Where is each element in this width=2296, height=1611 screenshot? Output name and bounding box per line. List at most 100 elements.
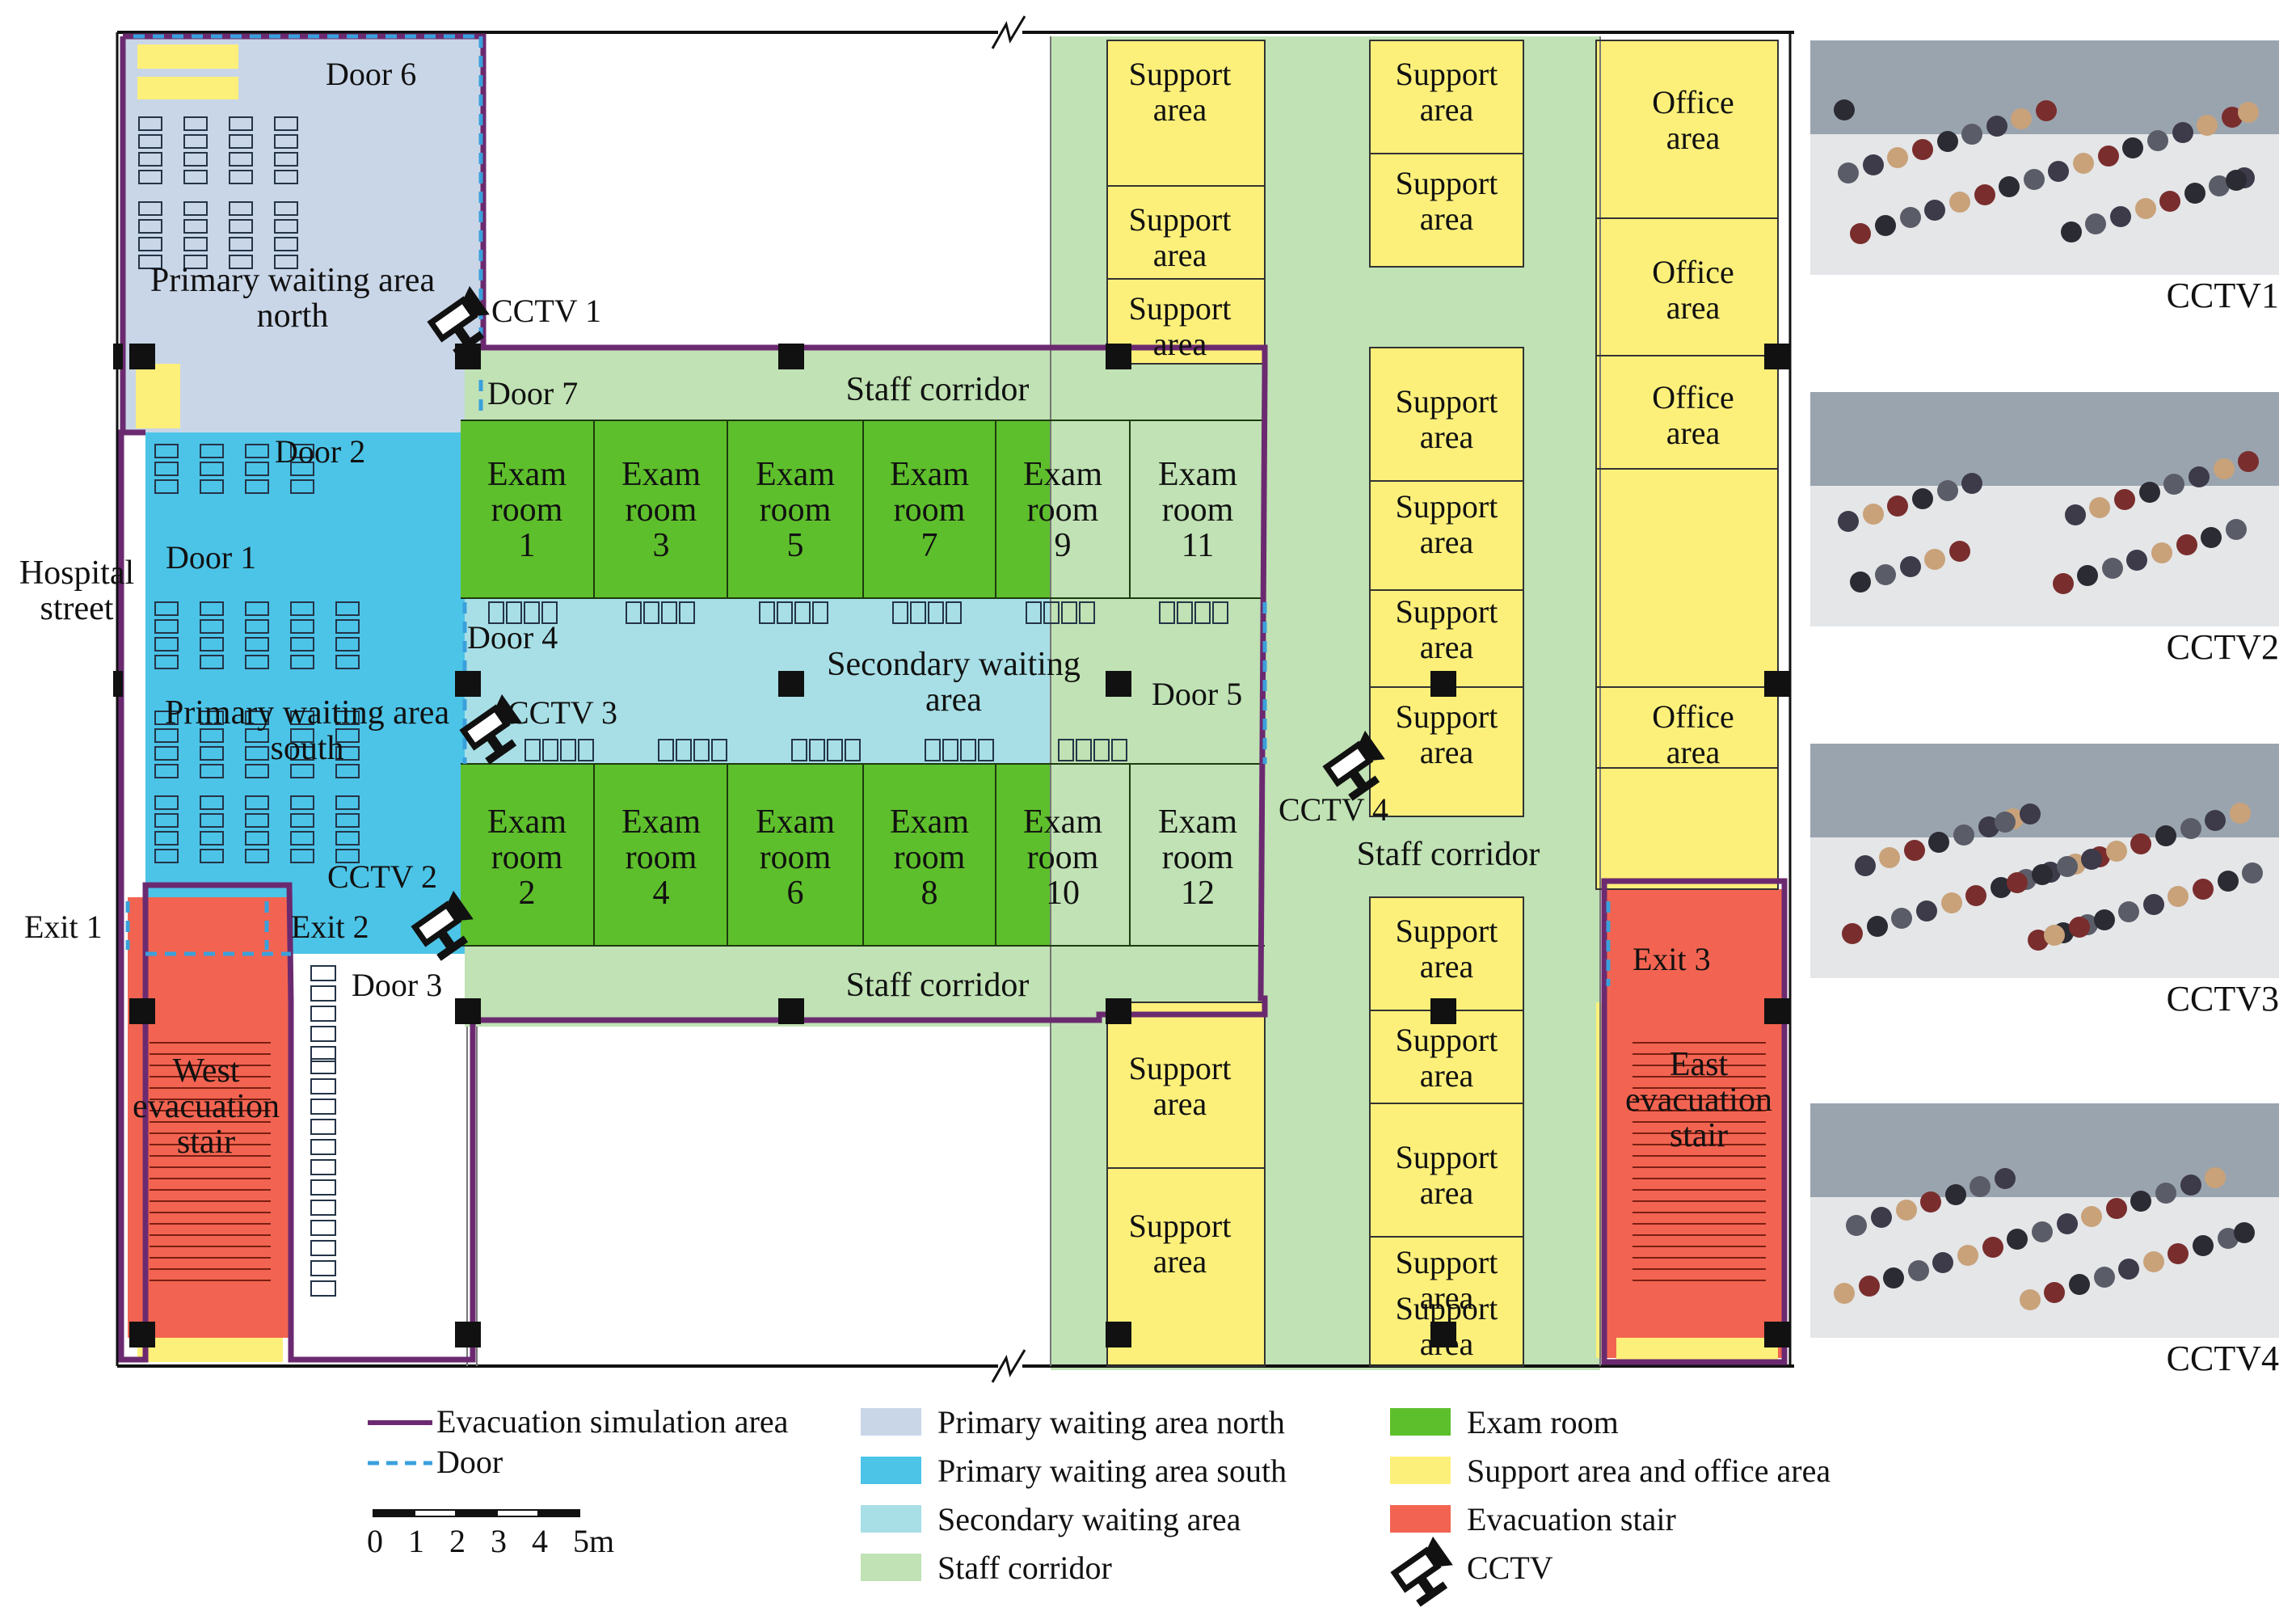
exit-1-label: Exit 1 — [24, 909, 103, 945]
seat — [290, 637, 314, 652]
seat — [138, 255, 162, 269]
seat — [200, 728, 224, 743]
seat — [335, 619, 360, 634]
seat — [310, 1200, 336, 1216]
seat — [200, 479, 224, 494]
seat — [310, 1139, 336, 1155]
seat — [245, 462, 269, 476]
cctv-icon — [459, 694, 522, 765]
cctv-icons — [411, 285, 1385, 961]
seat — [154, 711, 179, 725]
seat — [200, 764, 224, 778]
seat — [138, 152, 162, 167]
legend-boundary-label: Evacuation simulation area — [436, 1403, 789, 1440]
legend-swatch — [861, 1505, 921, 1533]
seat — [138, 134, 162, 149]
seat — [978, 739, 994, 761]
staff-corridor-top-label: Staff corridor — [846, 371, 1030, 408]
seat — [310, 1046, 336, 1062]
seat — [229, 255, 253, 269]
seat — [658, 739, 674, 761]
seat — [1026, 601, 1042, 624]
legend-label: Exam room — [1467, 1404, 1619, 1440]
seat — [335, 813, 360, 828]
seat — [290, 849, 314, 863]
seat — [1043, 601, 1060, 624]
door-6-label: Door 6 — [326, 56, 416, 92]
seat — [335, 637, 360, 652]
legend-swatch — [1390, 1457, 1451, 1484]
legend-swatch — [861, 1457, 921, 1484]
door-3-label: Door 3 — [352, 967, 442, 1003]
seat — [245, 813, 269, 828]
seat — [310, 1026, 336, 1042]
scale-segment — [537, 1509, 580, 1517]
seat — [488, 601, 504, 624]
support-column-2-lower — [1370, 897, 1523, 1366]
door-4-label: Door 4 — [467, 619, 558, 656]
seat — [560, 739, 576, 761]
cctv-caption: CCTV1 — [2166, 276, 2279, 315]
seat — [154, 813, 179, 828]
seat — [154, 849, 179, 863]
seat — [335, 655, 360, 669]
seat — [827, 739, 843, 761]
seat — [578, 739, 594, 761]
cctv-caption: CCTV3 — [2166, 979, 2279, 1018]
scale-label: 4 — [532, 1523, 548, 1559]
seat — [711, 739, 727, 761]
seat — [229, 170, 253, 184]
seat — [791, 739, 807, 761]
scale-label: 1 — [408, 1523, 424, 1559]
support-column-1 — [1107, 40, 1265, 364]
seat — [892, 601, 908, 624]
seat — [1093, 739, 1110, 761]
seat — [1058, 739, 1074, 761]
legend-swatch — [861, 1408, 921, 1436]
seat — [245, 637, 269, 652]
seat — [335, 711, 360, 725]
seat — [245, 831, 269, 846]
exam-room-dividers — [461, 420, 1265, 947]
seat — [310, 965, 336, 981]
door-1-label: Door 1 — [166, 539, 256, 576]
seat — [310, 985, 336, 1002]
cctv-icon — [427, 285, 490, 356]
north-support-patch-1 — [137, 44, 238, 69]
seat — [335, 746, 360, 761]
seat — [777, 601, 793, 624]
seat — [200, 637, 224, 652]
seat — [661, 601, 677, 624]
legend-label: Primary waiting area south — [937, 1453, 1287, 1489]
seat — [154, 601, 179, 616]
seat — [138, 116, 162, 131]
structural-columns — [113, 344, 1790, 1347]
legend-label: Evacuation stair — [1467, 1501, 1676, 1537]
seat — [310, 1159, 336, 1175]
seat — [524, 739, 541, 761]
seat — [1194, 601, 1211, 624]
seat — [310, 1220, 336, 1236]
seat — [310, 1058, 336, 1074]
seat — [229, 237, 253, 251]
seat — [335, 728, 360, 743]
seat — [200, 711, 224, 725]
seat — [200, 619, 224, 634]
break-mark-top — [991, 15, 1026, 49]
seat — [928, 601, 944, 624]
